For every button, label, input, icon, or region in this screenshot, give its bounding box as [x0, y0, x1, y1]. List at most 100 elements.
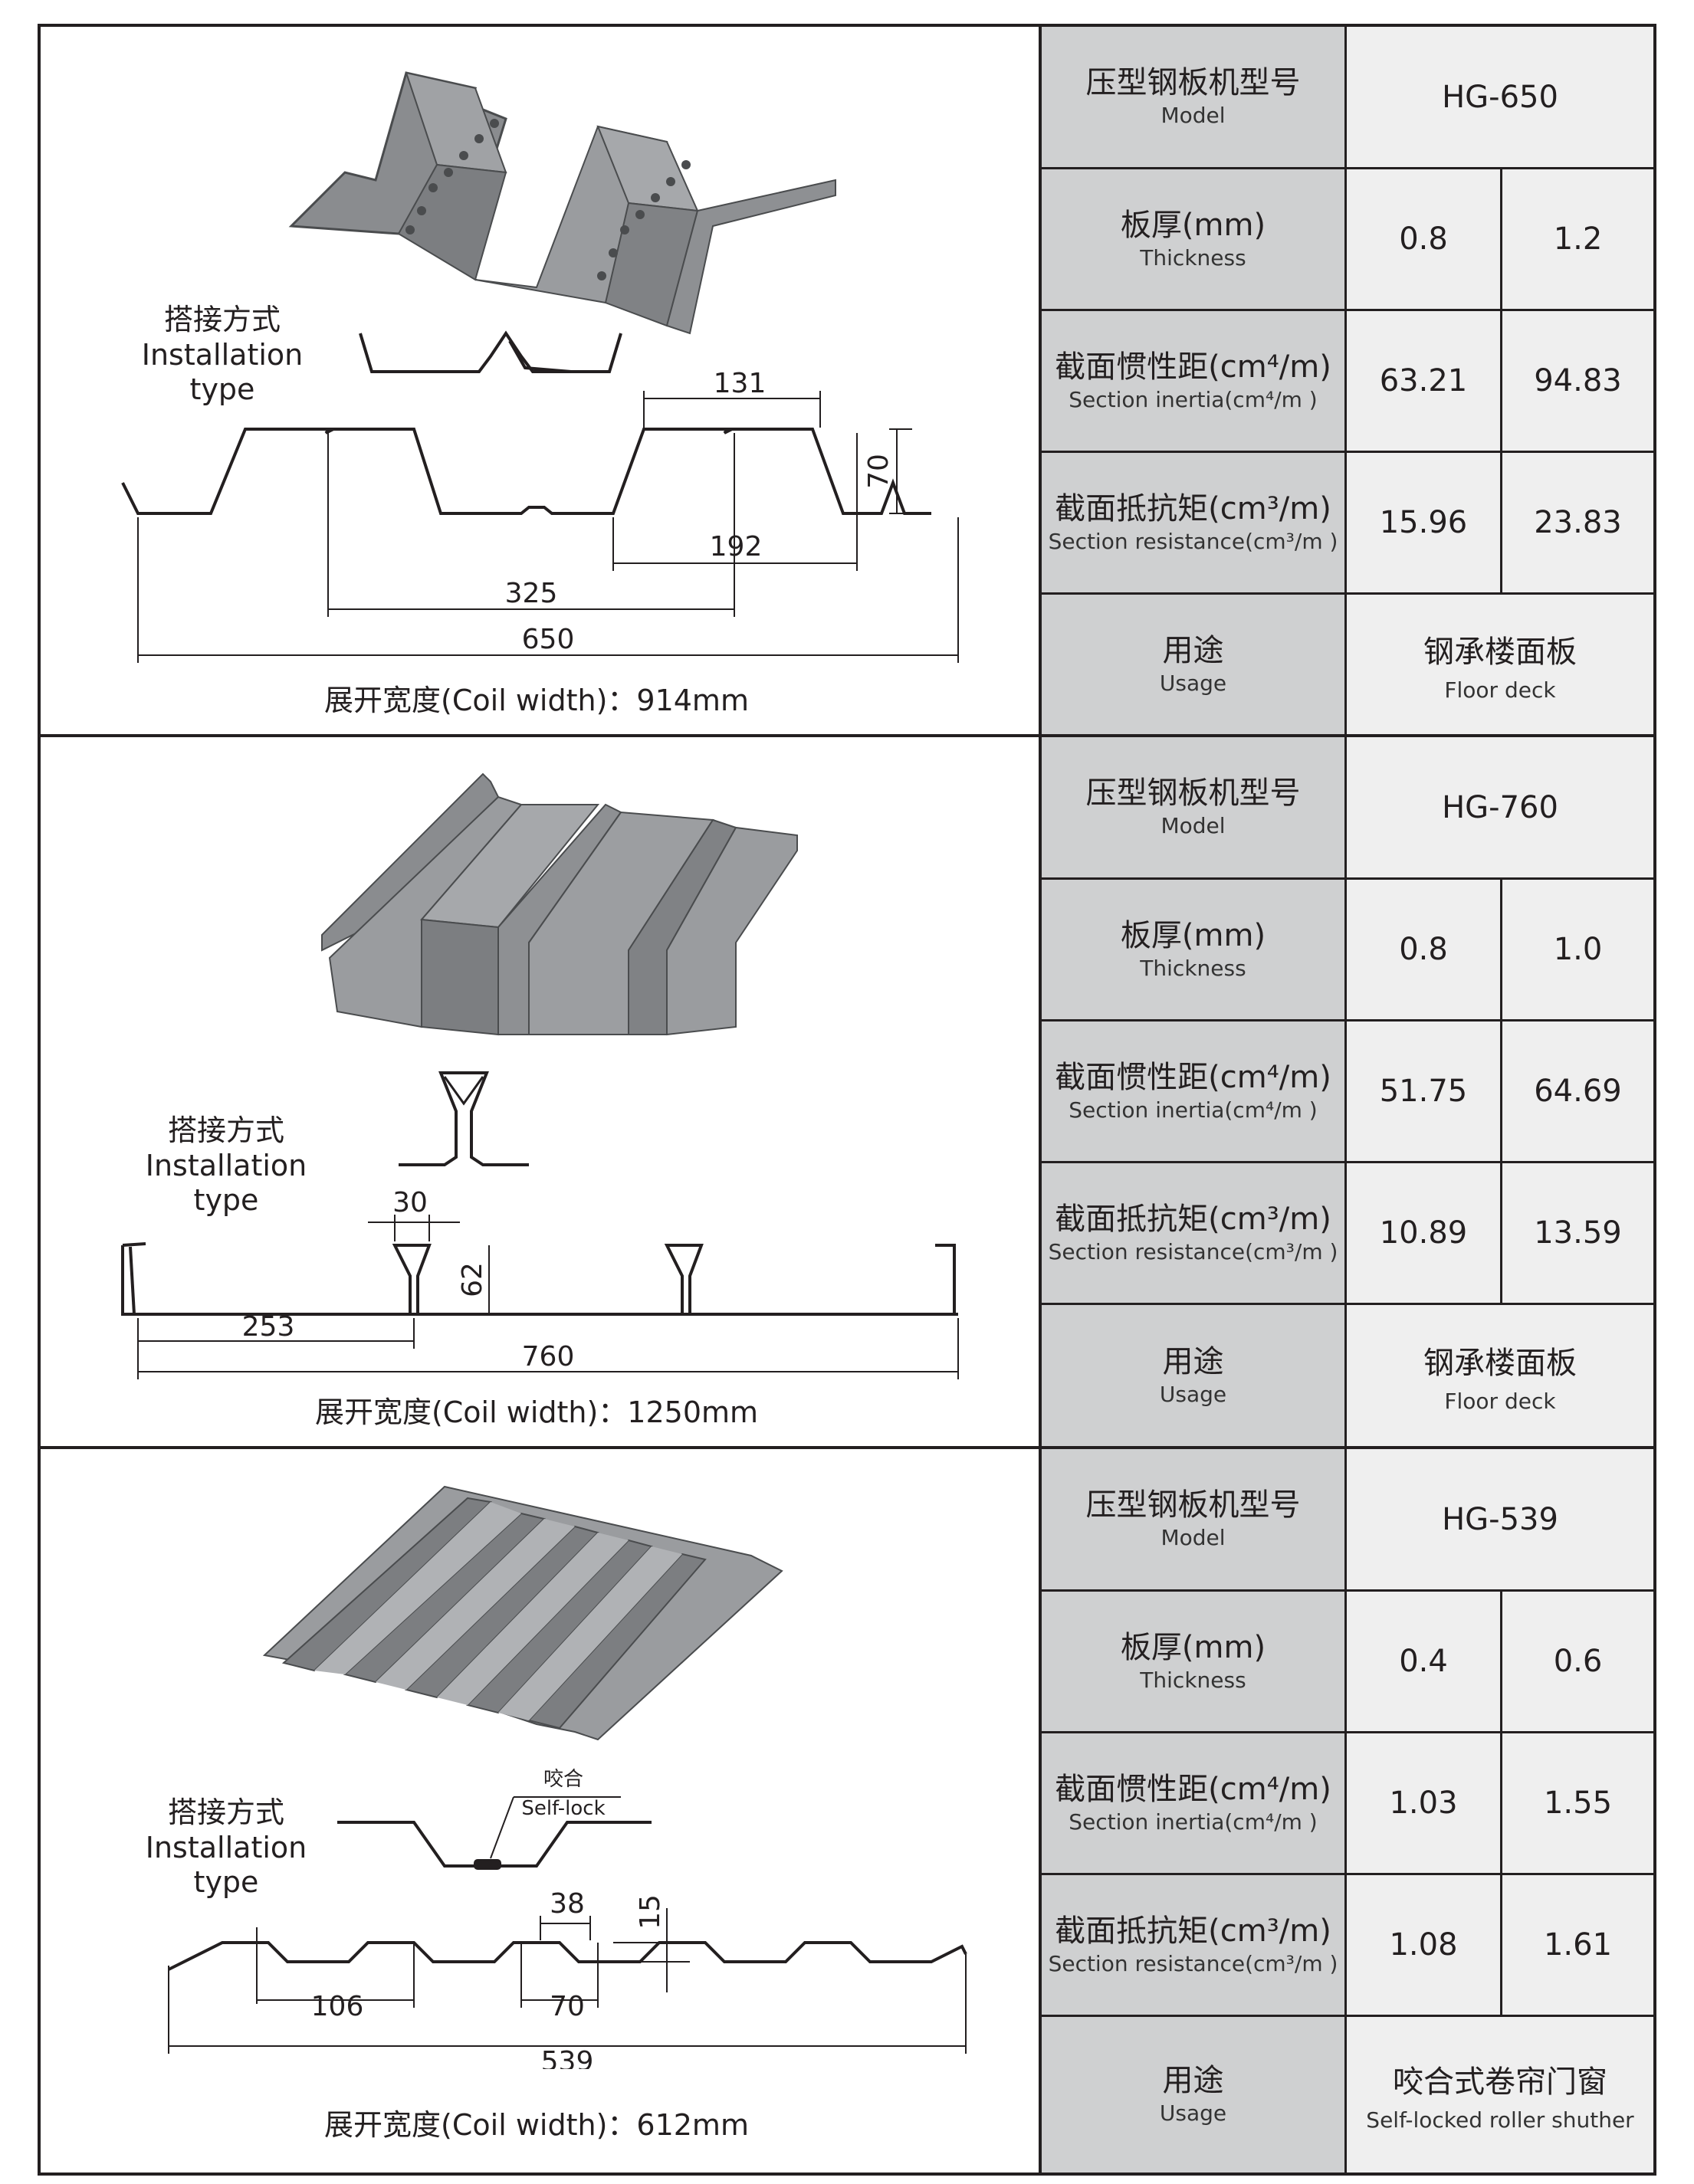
usage-label-zh: 用途 — [1162, 632, 1224, 668]
section-divider-2 — [38, 1446, 1656, 1449]
hg539-dim-pitch: 106 — [311, 1991, 364, 2022]
hg760-profile-drawing: 30 62 253 760 — [121, 1187, 959, 1379]
hg539-resistance-2: 1.61 — [1543, 1927, 1613, 1963]
hg539-profile-drawing: 106 38 70 15 539 — [168, 1888, 967, 2069]
inertia-label-en: Section inertia(cm⁴/m ) — [1069, 1809, 1318, 1835]
resistance-label-zh: 截面抵抗矩(cm³/m) — [1055, 1201, 1331, 1237]
hg539-dim-bottom: 70 — [550, 1991, 585, 2022]
hg760-row-inertia: 截面惯性距(cm⁴/m)Section inertia(cm⁴/m ) 51.7… — [1042, 1021, 1653, 1161]
model-label-en: Model — [1161, 813, 1226, 839]
hg760-dim-pitch: 253 — [242, 1311, 295, 1343]
section-divider-1 — [38, 734, 1656, 737]
hg539-usage-en: Self-locked roller shuther — [1366, 2107, 1634, 2133]
hg650-inertia-2: 94.83 — [1534, 363, 1622, 398]
hg650-usage-zh: 钢承楼面板 — [1423, 634, 1577, 670]
hg650-dim-total: 650 — [522, 624, 575, 655]
install-label-zh: 搭接方式 — [167, 1795, 284, 1829]
inertia-label-en: Section inertia(cm⁴/m ) — [1069, 1097, 1318, 1123]
hg539-dim-height: 15 — [635, 1894, 666, 1930]
hg760-coil-width: 展开宽度(Coil width)：1250mm — [314, 1395, 759, 1429]
hg539-model-value: HG-539 — [1442, 1501, 1558, 1537]
hg539-dim-top: 38 — [550, 1888, 585, 1920]
inertia-label-en: Section inertia(cm⁴/m ) — [1069, 386, 1318, 412]
usage-label-zh: 用途 — [1162, 2063, 1224, 2099]
hg650-dim-height: 70 — [863, 454, 895, 489]
hg650-3d-render — [288, 71, 836, 335]
install-label-zh: 搭接方式 — [167, 1113, 284, 1147]
thickness-label-zh: 板厚(mm) — [1120, 1629, 1266, 1665]
hg539-coil-width: 展开宽度(Coil width)：612mm — [324, 2108, 749, 2142]
hg539-usage-zh: 咬合式卷帘门窗 — [1393, 2064, 1607, 2100]
usage-label-en: Usage — [1159, 2100, 1227, 2127]
self-lock-label-en: Self-lock — [521, 1797, 605, 1820]
hg760-row-thickness: 板厚(mm)Thickness 0.8 1.0 — [1042, 880, 1653, 1019]
hg760-resistance-1: 10.89 — [1379, 1215, 1468, 1251]
hg760-usage-en: Floor deck — [1444, 1388, 1556, 1414]
usage-label-en: Usage — [1159, 670, 1227, 696]
install-label-en: Installation type — [145, 1148, 307, 1218]
resistance-label-en: Section resistance(cm³/m ) — [1048, 528, 1338, 554]
install-label-en: Installation type — [141, 337, 304, 407]
thickness-label-zh: 板厚(mm) — [1120, 207, 1266, 243]
hg650-install-label: 搭接方式 Installation type — [115, 303, 330, 408]
hg760-thickness-1: 0.8 — [1399, 932, 1448, 967]
hg760-installation-diagram — [399, 1071, 529, 1166]
hg760-dim-height: 62 — [457, 1262, 488, 1297]
hg650-usage-en: Floor deck — [1444, 677, 1556, 703]
hg539-installation-diagram: 咬合 Self-lock — [337, 1768, 652, 1870]
hg760-thickness-2: 1.0 — [1553, 932, 1603, 967]
model-label-en: Model — [1161, 1525, 1226, 1551]
hg650-row-inertia: 截面惯性距(cm⁴/m)Section inertia(cm⁴/m ) 63.2… — [1042, 311, 1653, 451]
column-divider — [1039, 24, 1042, 2176]
model-label-zh: 压型钢板机型号 — [1085, 1487, 1301, 1523]
hg760-dim-total: 760 — [522, 1341, 575, 1372]
hg539-3d-render — [262, 1485, 783, 1741]
hg650-profile-drawing: 131 70 192 325 650 — [121, 368, 959, 663]
hg650-resistance-1: 15.96 — [1379, 505, 1468, 540]
hg650-installation-diagram — [359, 330, 622, 373]
page-frame — [38, 24, 1656, 2176]
install-label-en: Installation type — [145, 1830, 307, 1900]
hg760-3d-render — [321, 772, 798, 1036]
resistance-label-zh: 截面抵抗矩(cm³/m) — [1055, 490, 1331, 526]
hg539-dim-total: 539 — [541, 2046, 594, 2069]
hg650-resistance-2: 23.83 — [1534, 505, 1622, 540]
hg650-row-resistance: 截面抵抗矩(cm³/m)Section resistance(cm³/m ) 1… — [1042, 453, 1653, 592]
hg650-dim-mid: 192 — [710, 531, 763, 562]
hg760-inertia-2: 64.69 — [1534, 1074, 1622, 1109]
hg539-resistance-1: 1.08 — [1389, 1927, 1458, 1963]
hg539-row-resistance: 截面抵抗矩(cm³/m)Section resistance(cm³/m ) 1… — [1042, 1875, 1653, 2015]
inertia-label-zh: 截面惯性距(cm⁴/m) — [1055, 1059, 1331, 1095]
hg539-install-label: 搭接方式 Installation type — [115, 1795, 337, 1900]
usage-label-zh: 用途 — [1162, 1343, 1224, 1379]
install-label-zh: 搭接方式 — [163, 303, 281, 336]
model-label-zh: 压型钢板机型号 — [1085, 65, 1301, 101]
model-label-en: Model — [1161, 103, 1226, 129]
hg650-thickness-2: 1.2 — [1553, 221, 1603, 257]
thickness-label-en: Thickness — [1140, 1667, 1246, 1693]
hg650-dim-top: 131 — [714, 368, 767, 399]
hg760-row-resistance: 截面抵抗矩(cm³/m)Section resistance(cm³/m ) 1… — [1042, 1163, 1653, 1303]
thickness-label-zh: 板厚(mm) — [1120, 917, 1266, 953]
hg539-row-inertia: 截面惯性距(cm⁴/m)Section inertia(cm⁴/m ) 1.03… — [1042, 1733, 1653, 1873]
hg539-inertia-1: 1.03 — [1389, 1786, 1458, 1821]
hg539-thickness-1: 0.4 — [1399, 1644, 1448, 1679]
hg650-inertia-1: 63.21 — [1379, 363, 1468, 398]
resistance-label-en: Section resistance(cm³/m ) — [1048, 1238, 1338, 1264]
hg650-coil-width: 展开宽度(Coil width)：914mm — [324, 684, 749, 717]
hg650-model-value: HG-650 — [1442, 79, 1558, 115]
hg760-install-label: 搭接方式 Installation type — [115, 1113, 337, 1218]
hg760-usage-zh: 钢承楼面板 — [1423, 1345, 1577, 1381]
hg650-row-thickness: 板厚(mm)Thickness 0.8 1.2 — [1042, 169, 1653, 309]
hg650-thickness-1: 0.8 — [1399, 221, 1448, 257]
hg539-inertia-2: 1.55 — [1543, 1786, 1613, 1821]
